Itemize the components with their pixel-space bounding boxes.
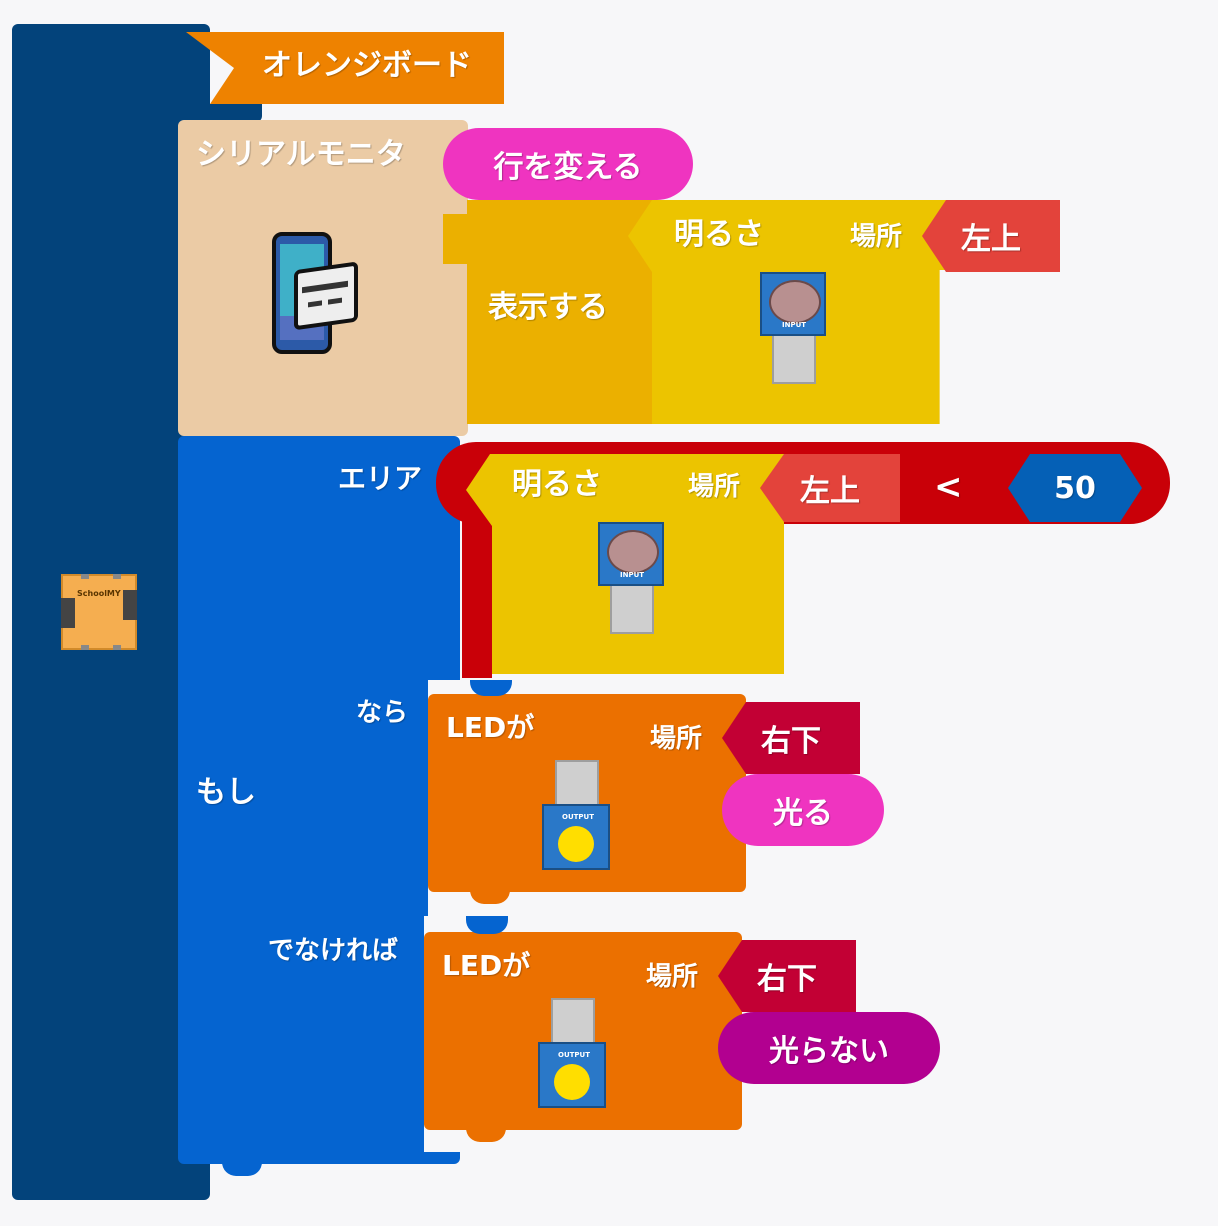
then-led-label: LEDが [446,711,535,744]
then-label: なら [356,698,409,728]
school-board-icon: SchoolMY [61,574,137,650]
then-led-place-label: 場所 [650,724,703,754]
display-block[interactable] [443,200,653,424]
newline-label: 行を変える [493,150,643,185]
else-led-label: LEDが [442,949,531,982]
else-output-module-label: OUTPUT [558,1051,590,1059]
else-led-top-notch [466,916,508,934]
then-led-module-icon: OUTPUT [542,760,610,870]
then-led-light-icon [558,826,594,862]
then-led-notch [470,890,510,904]
if-label: もし [196,775,256,810]
place-label: 場所 [850,222,903,252]
board-title: オレンジボード [262,48,472,83]
else-led-notch [466,1128,506,1142]
compare-left-stem [462,500,492,678]
phone-card-icon [272,232,358,354]
area-label: エリア [338,462,423,495]
brightness-label: 明るさ [674,217,764,252]
then-led-action: 光る [773,796,833,831]
condition-place-label: 場所 [688,472,741,502]
else-led-place-value: 右下 [757,962,817,997]
board-chip-label: SchoolMY [77,589,121,598]
then-led-place-value: 右下 [761,724,821,759]
compare-operator[interactable]: < [934,467,963,507]
board-title-flag[interactable] [186,32,504,104]
if-bottom-notch [222,1162,262,1176]
then-led-top-notch [470,680,512,696]
number-value-block[interactable]: 50 [1008,454,1142,522]
number-value: 50 [1054,470,1096,506]
condition-light-sensor-icon: INPUT [598,522,664,634]
condition-brightness-label: 明るさ [512,467,602,502]
then-led-action-button[interactable]: 光る [722,774,884,846]
place-value-flag[interactable]: 左上 [922,200,1060,272]
newline-button[interactable]: 行を変える [443,128,693,200]
condition-place-value: 左上 [800,474,860,509]
then-output-module-label: OUTPUT [562,813,594,821]
else-led-place-label: 場所 [646,962,699,992]
else-led-action-button[interactable]: 光らない [718,1012,940,1084]
place-value: 左上 [961,222,1021,257]
condition-place-flag[interactable]: 左上 [760,454,900,522]
then-led-place-flag[interactable]: 右下 [722,702,860,774]
display-label: 表示する [488,290,608,325]
board-notch [210,104,262,122]
else-led-action: 光らない [769,1034,889,1069]
else-led-place-flag[interactable]: 右下 [718,940,856,1012]
if-block[interactable] [178,436,460,1164]
condition-input-module-label: INPUT [620,571,645,579]
else-label: でなければ [268,936,399,966]
serial-monitor-title: シリアルモニタ [196,137,406,172]
else-led-light-icon [554,1064,590,1100]
light-sensor-icon: INPUT [760,272,826,384]
input-module-label: INPUT [782,321,807,329]
else-led-module-icon: OUTPUT [538,998,606,1108]
